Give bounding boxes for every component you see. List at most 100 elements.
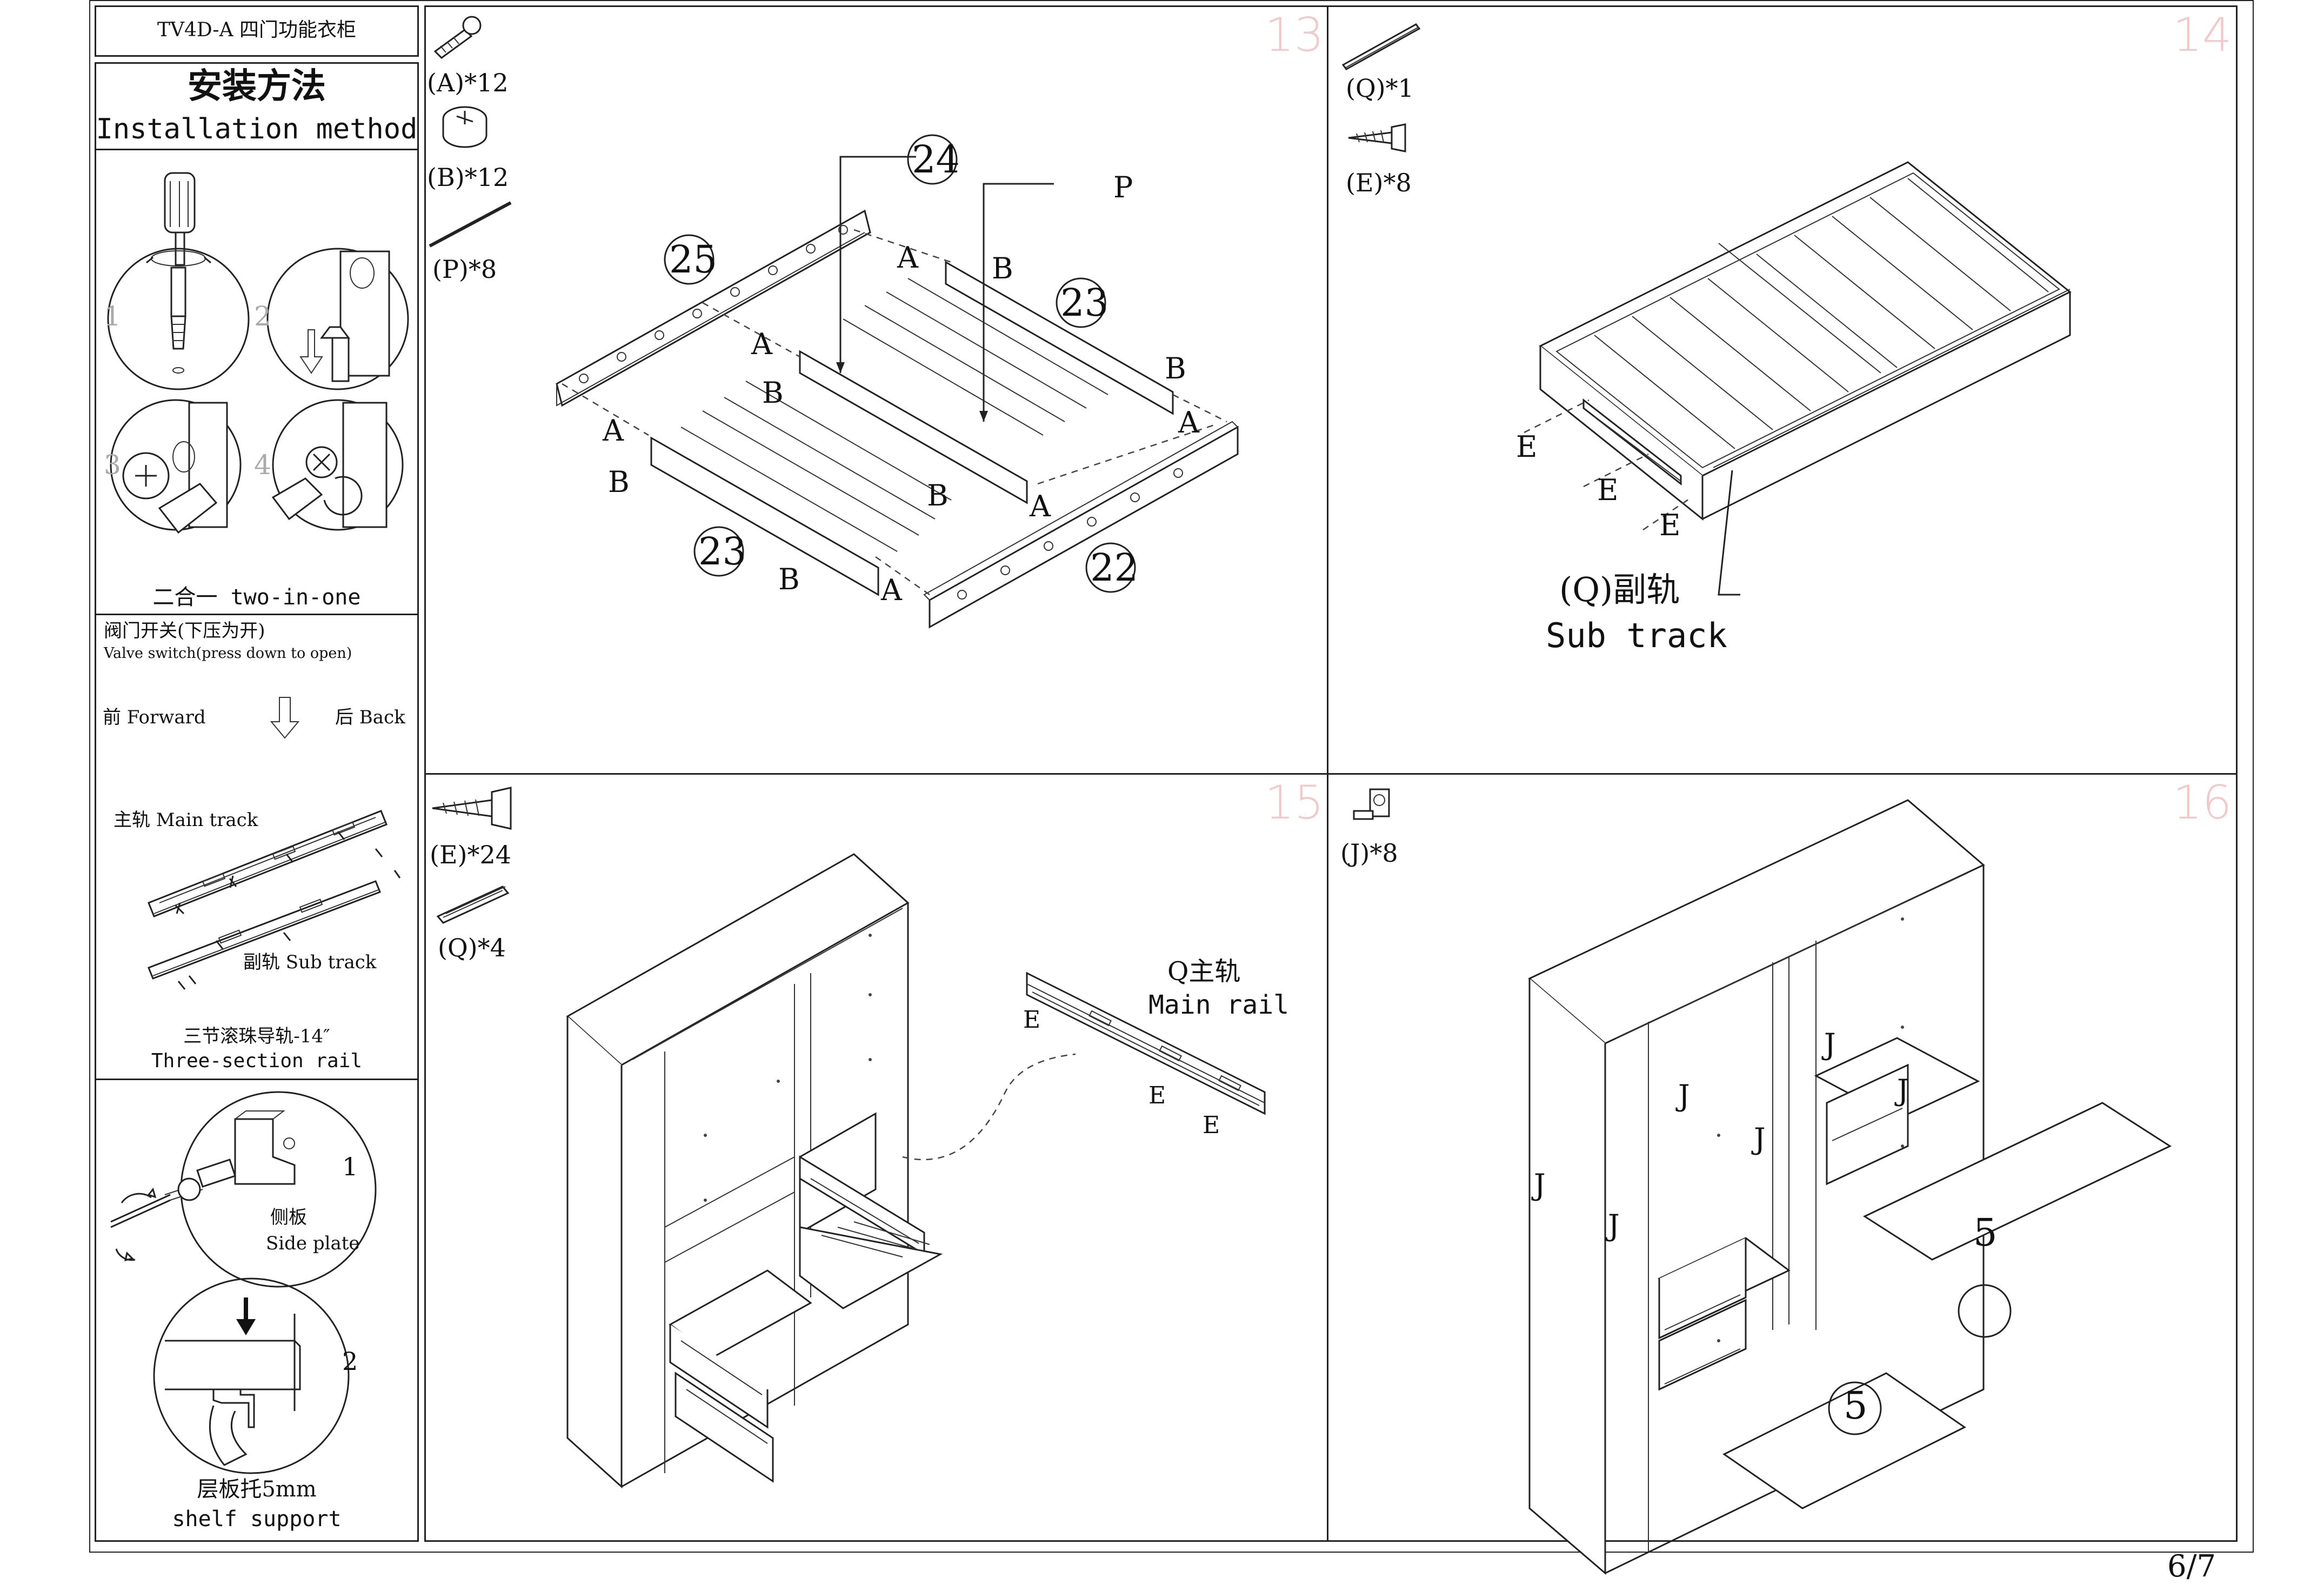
cam-step-2: 2 [254, 301, 271, 332]
sidebar-divider-1 [95, 149, 419, 150]
step-16-label-j-6: J [1897, 1073, 1909, 1107]
sidebar-divider-3 [95, 1079, 419, 1080]
step-14-label-e-2: E [1597, 473, 1619, 507]
step-13-number: 13 [1265, 8, 1324, 62]
rail-title-en: Three-section rail [151, 1050, 363, 1072]
label-b-3: B [762, 376, 784, 410]
shelf-bracket-part-icon [1353, 788, 1390, 820]
main-rail-illustration [1026, 971, 1266, 1115]
forward-label: 前 Forward [103, 707, 206, 728]
main-track-label: 主轨 Main track [113, 809, 258, 831]
step-14-part-q: (Q)*1 [1346, 74, 1414, 103]
screw-part-icon-large [432, 787, 512, 830]
step-15-label-e-1: E [1023, 1006, 1041, 1034]
step-16-wardrobe-illustration [1528, 799, 2172, 1575]
step-13-part-p: (P)*8 [432, 255, 497, 284]
step-16-label-j-4: J [1754, 1122, 1766, 1156]
step-15-label-e-3: E [1203, 1112, 1220, 1139]
screw-part-icon [1348, 123, 1406, 152]
step-14-callout-en: Sub track [1546, 616, 1727, 655]
label-b-5: B [927, 478, 949, 513]
sub-track-label: 副轨 Sub track [243, 951, 377, 973]
detail-circle-2 [266, 248, 409, 390]
step-15-part-e: (E)*24 [430, 840, 512, 869]
part-23-left-label: 23 [698, 529, 747, 574]
label-a-3: A [1178, 405, 1199, 440]
label-b-4: B [608, 465, 630, 499]
ball-bearing-rail-illustration [148, 810, 401, 990]
cam-bolt-part-icon [433, 16, 482, 59]
step-16-label-j-1: J [1534, 1168, 1546, 1202]
step-14-drawer-illustration [1524, 161, 2072, 596]
detail-circle-4 [272, 399, 404, 531]
step-15-wardrobe-illustration [566, 853, 1076, 1489]
part-23-right-label: 23 [1060, 281, 1109, 325]
sidebar-frame [95, 62, 419, 1542]
support-step-1: 1 [342, 1152, 358, 1181]
step-16-part-j: (J)*8 [1340, 838, 1398, 868]
down-arrow-icon [270, 697, 300, 739]
cam-lock-illustration [107, 172, 409, 534]
step-14-number: 14 [2173, 8, 2232, 62]
shelf-support-illustration [110, 1091, 377, 1474]
main-rail-part-icon [436, 886, 510, 924]
label-a-4: A [603, 414, 624, 448]
detail-circle-shelf-pin [153, 1277, 350, 1474]
sub-track-part-icon [1341, 23, 1421, 70]
back-label: 后 Back [335, 707, 405, 728]
label-b-1: B [992, 251, 1013, 285]
step-13-rods [680, 278, 1108, 552]
label-a-5: A [1030, 489, 1051, 523]
grid-divider-horizontal [424, 773, 2238, 775]
rod-part-icon [429, 201, 512, 248]
cam-step-4: 4 [254, 449, 271, 481]
label-a-2: A [751, 327, 772, 361]
label-a-6: A [881, 573, 902, 607]
sub-track [148, 880, 381, 980]
side-plate-cn: 侧板 [270, 1207, 307, 1228]
cam-step-1: 1 [104, 301, 121, 332]
step-14-callout-cn: (Q)副轨 [1559, 570, 1680, 609]
step-15-callout-en: Main rail [1148, 990, 1290, 1020]
step-16-label-j-2: J [1608, 1208, 1620, 1242]
shelf-support-en: shelf support [172, 1507, 342, 1532]
step-16-label-j-5: J [1824, 1027, 1836, 1061]
sidebar-divider-2 [95, 614, 419, 615]
cam-step-3: 3 [104, 449, 121, 481]
shelf-5-label-lower: 5 [1844, 1383, 1868, 1428]
step-14-label-e-1: E [1516, 430, 1538, 464]
sidebar-title-cn: 安装方法 [188, 66, 326, 107]
step-13-part-b: (B)*12 [427, 163, 509, 192]
step-15-label-e-2: E [1148, 1082, 1166, 1109]
label-b-6: B [778, 562, 800, 596]
detail-circle-1 [107, 248, 250, 390]
support-step-2: 2 [342, 1347, 358, 1376]
label-p: P [1113, 170, 1133, 204]
two-in-one-label: 二合一 two-in-one [152, 585, 361, 610]
page-frame [89, 0, 2254, 1553]
page-number: 6/7 [2167, 1549, 2216, 1584]
side-plate-en: Side plate [266, 1233, 360, 1254]
label-a-1: A [897, 241, 918, 275]
screw-icons [175, 831, 401, 990]
step-13-part-a: (A)*12 [427, 68, 509, 97]
rail-title-cn: 三节滚珠导轨-14″ [183, 1026, 330, 1047]
step-14-label-e-3: E [1659, 508, 1681, 542]
shelf-support-cn: 层板托5mm [197, 1477, 317, 1502]
part-24-label: 24 [912, 137, 960, 182]
step-13-drawer-frame-illustration [556, 134, 1239, 629]
shelf-5-label-upper: 5 [1973, 1210, 1998, 1255]
model-title: TV4D-A 四门功能衣柜 [157, 19, 357, 41]
step-14-rods [1594, 178, 2049, 449]
cam-lock-part-icon [442, 106, 487, 148]
label-b-2: B [1165, 351, 1186, 385]
step-15-part-q: (Q)*4 [438, 933, 506, 962]
step-16-label-j-3: J [1678, 1079, 1690, 1113]
part-22-label: 22 [1090, 545, 1139, 590]
detail-circle-side-plate [180, 1091, 377, 1288]
valve-title-en: Valve switch(press down to open) [104, 645, 352, 662]
valve-title-cn: 阀门开关(下压为开) [104, 620, 265, 642]
step-15-callout-cn: Q主轨 [1167, 956, 1241, 987]
model-header-box [95, 5, 419, 57]
step-15-number: 15 [1265, 776, 1324, 830]
